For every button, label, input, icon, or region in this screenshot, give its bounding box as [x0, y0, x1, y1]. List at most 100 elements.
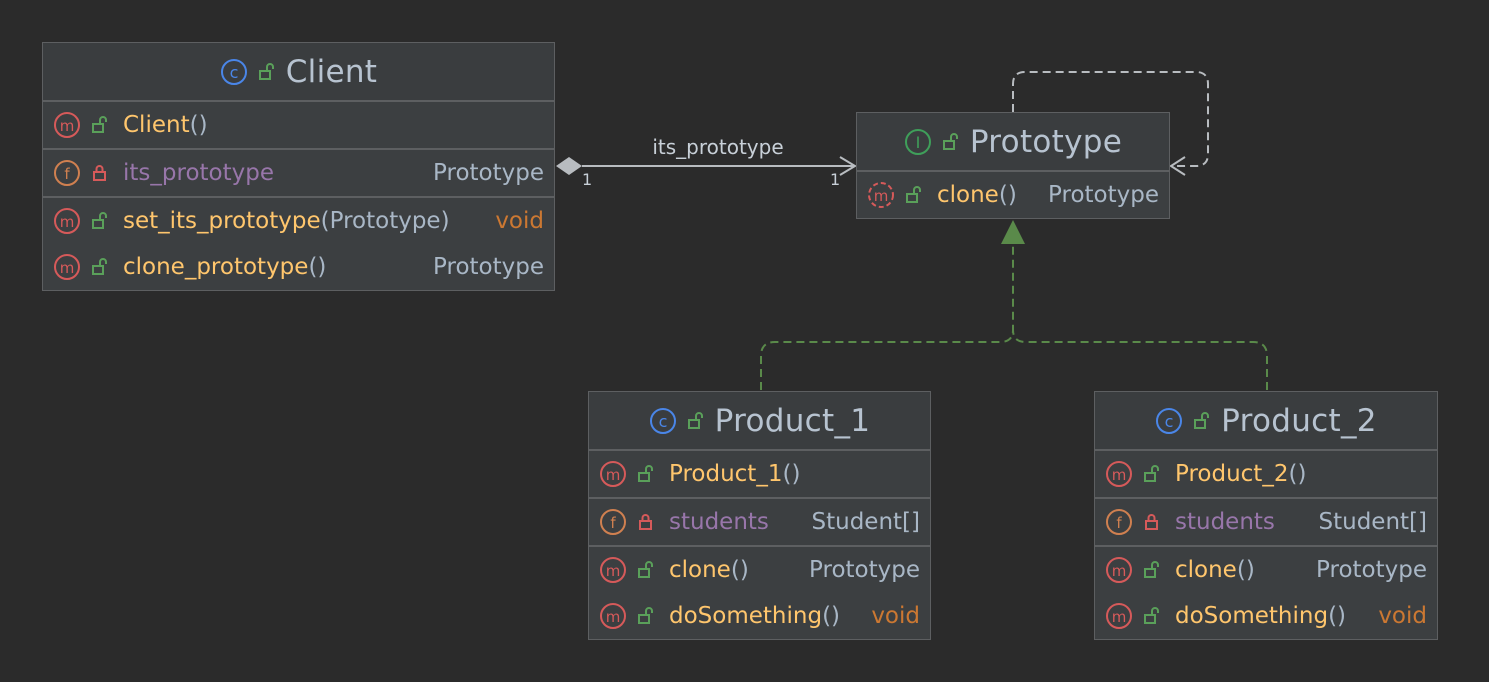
class-icon: c	[649, 407, 677, 435]
method-name: clone	[937, 182, 999, 208]
method-row[interactable]: m clone() Prototype	[589, 547, 930, 593]
fields-section: f students Student[]	[1095, 499, 1437, 547]
method-icon: m	[599, 460, 627, 488]
svg-text:m: m	[60, 259, 75, 277]
self-dependency-arrowhead	[1169, 156, 1186, 176]
field-type: Student[]	[811, 509, 921, 535]
constructors-section: m Client()	[43, 102, 554, 150]
self-dependency-edge[interactable]	[1012, 71, 1209, 176]
svg-text:I: I	[916, 133, 921, 152]
svg-text:f: f	[1116, 514, 1122, 532]
field-icon: f	[1105, 508, 1133, 536]
field-icon: f	[599, 508, 627, 536]
field-icon: f	[53, 159, 81, 187]
method-row[interactable]: m clone() Prototype	[1095, 547, 1437, 593]
method-return-type: void	[495, 208, 544, 234]
svg-text:m: m	[60, 213, 75, 231]
association-arrowhead	[839, 156, 857, 176]
class-product-1[interactable]: c Product_1 m Product_1() f students Stu…	[588, 391, 931, 640]
method-name: set_its_prototype	[123, 208, 321, 234]
method-icon: m	[1105, 602, 1133, 630]
private-lock-icon	[91, 163, 109, 183]
realization-arrowhead	[1001, 220, 1025, 244]
svg-text:m: m	[874, 187, 889, 205]
svg-text:m: m	[1112, 466, 1127, 484]
interface-icon: I	[904, 128, 932, 156]
public-lock-icon	[687, 411, 705, 431]
constructor-name: Product_2	[1175, 461, 1289, 487]
method-row[interactable]: m clone() Prototype	[857, 172, 1169, 218]
constructors-section: m Product_1()	[589, 451, 930, 499]
method-name: doSomething	[669, 603, 823, 629]
method-return-type: Prototype	[1048, 182, 1159, 208]
composition-diamond	[556, 157, 582, 175]
public-lock-icon	[637, 606, 655, 626]
constructor-row[interactable]: m Client()	[43, 102, 554, 148]
svg-text:m: m	[606, 466, 621, 484]
interface-prototype[interactable]: I Prototype m clone() Prototype	[856, 112, 1170, 219]
class-name: Product_1	[714, 402, 871, 439]
method-param: Prototype	[329, 208, 441, 234]
method-icon: m	[53, 207, 81, 235]
class-header: c Product_1	[589, 392, 930, 451]
public-lock-icon	[905, 185, 923, 205]
public-lock-icon	[637, 464, 655, 484]
class-client[interactable]: c Client m Client() f its_prototype Prot…	[42, 42, 555, 291]
method-name: clone_prototype	[123, 254, 309, 280]
method-return-type: Prototype	[1316, 557, 1427, 583]
svg-text:c: c	[1165, 412, 1174, 431]
svg-text:f: f	[610, 514, 616, 532]
field-name: students	[669, 509, 769, 535]
method-name: doSomething	[1175, 603, 1329, 629]
svg-text:m: m	[606, 562, 621, 580]
field-type: Prototype	[433, 160, 544, 186]
field-name: its_prototype	[123, 160, 274, 186]
target-multiplicity: 1	[830, 170, 840, 189]
method-return-type: Prototype	[809, 557, 920, 583]
methods-section: m clone() Prototype	[857, 172, 1169, 218]
method-icon: m	[1105, 460, 1133, 488]
method-row[interactable]: m set_its_prototype(Prototype) void	[43, 198, 554, 244]
constructor-row[interactable]: m Product_1()	[589, 451, 930, 497]
class-product-2[interactable]: c Product_2 m Product_2() f students Stu…	[1094, 391, 1438, 640]
method-icon: m	[1105, 556, 1133, 584]
abstract-method-icon: m	[867, 181, 895, 209]
svg-text:f: f	[64, 165, 70, 183]
field-row[interactable]: f its_prototype Prototype	[43, 150, 554, 196]
methods-section: m clone() Prototype m doSomething() void	[589, 547, 930, 639]
method-return-type: void	[871, 603, 920, 629]
fields-section: f students Student[]	[589, 499, 930, 547]
svg-text:m: m	[606, 608, 621, 626]
methods-section: m set_its_prototype(Prototype) void m cl…	[43, 198, 554, 290]
public-lock-icon	[637, 560, 655, 580]
constructor-name: Client	[123, 112, 190, 138]
method-icon: m	[53, 111, 81, 139]
svg-text:m: m	[1112, 608, 1127, 626]
class-icon: c	[220, 58, 248, 86]
method-row[interactable]: m doSomething() void	[1095, 593, 1437, 639]
association-label: its_prototype	[652, 135, 783, 159]
source-multiplicity: 1	[582, 170, 592, 189]
method-icon: m	[599, 556, 627, 584]
svg-text:m: m	[1112, 562, 1127, 580]
public-lock-icon	[91, 211, 109, 231]
realization-edge[interactable]	[760, 220, 1268, 390]
fields-section: f its_prototype Prototype	[43, 150, 554, 198]
private-lock-icon	[1143, 512, 1161, 532]
field-row[interactable]: f students Student[]	[589, 499, 930, 545]
public-lock-icon	[1143, 560, 1161, 580]
public-lock-icon	[942, 132, 960, 152]
method-row[interactable]: m clone_prototype() Prototype	[43, 244, 554, 290]
constructors-section: m Product_2()	[1095, 451, 1437, 499]
constructor-name: Product_1	[669, 461, 783, 487]
constructor-row[interactable]: m Product_2()	[1095, 451, 1437, 497]
method-return-type: Prototype	[433, 254, 544, 280]
method-row[interactable]: m doSomething() void	[589, 593, 930, 639]
interface-name: Prototype	[969, 123, 1123, 160]
field-row[interactable]: f students Student[]	[1095, 499, 1437, 545]
svg-text:m: m	[60, 117, 75, 135]
class-header: c Client	[43, 43, 554, 102]
composition-edge[interactable]	[556, 156, 857, 176]
public-lock-icon	[91, 257, 109, 277]
